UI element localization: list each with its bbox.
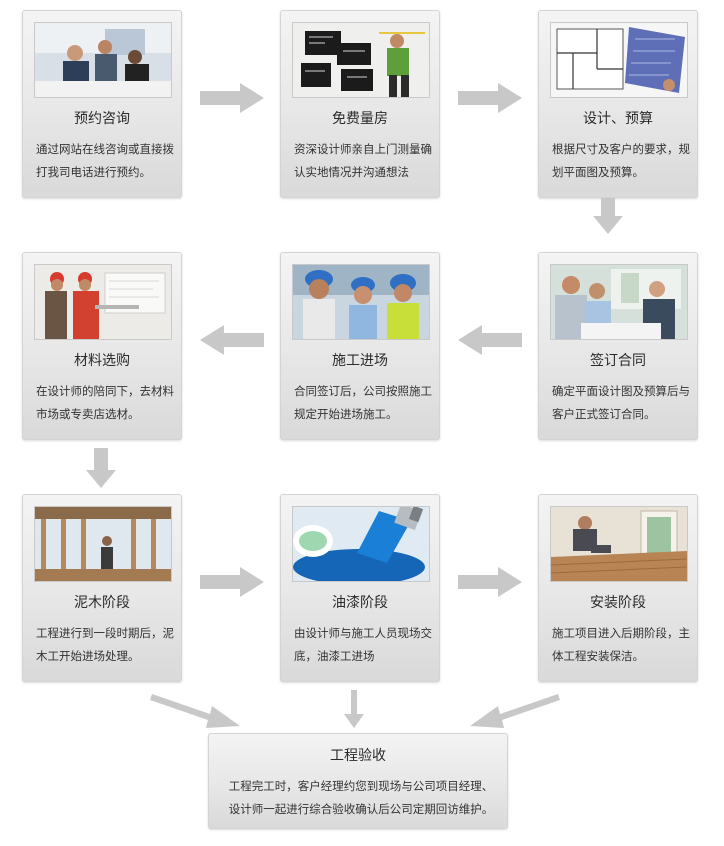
step-card-4: 签订合同 确定平面设计图及预算后与客户正式签订合同。 bbox=[538, 252, 698, 440]
measuring-room-photo bbox=[292, 22, 430, 98]
step-description: 资深设计师亲自上门测量确认实地情况并沟通想法 bbox=[294, 142, 432, 179]
construction-workers-photo bbox=[292, 264, 430, 340]
step-card-1: 预约咨询 通过网站在线咨询或直接拨打我司电话进行预约。 bbox=[22, 10, 182, 198]
arrow-diagonal-left bbox=[150, 694, 240, 728]
arrow-down-2 bbox=[86, 448, 116, 488]
step-title: 安装阶段 bbox=[590, 595, 646, 611]
step-title: 预约咨询 bbox=[74, 111, 130, 127]
arrow-left-2 bbox=[200, 325, 264, 355]
step-title: 设计、预算 bbox=[583, 111, 653, 127]
step-card-9: 安装阶段 施工项目进入后期阶段，主体工程安装保洁。 bbox=[538, 494, 698, 682]
arrow-right-1 bbox=[200, 83, 264, 113]
wood-framing-photo bbox=[34, 506, 172, 582]
step-description: 根据尺寸及客户的要求，规划平面图及预算。 bbox=[552, 142, 690, 179]
final-step-card: 工程验收 工程完工时，客户经理约您到现场与公司项目经理、设计师一起进行综合验收确… bbox=[208, 733, 508, 829]
step-description: 在设计师的陪同下，去材料市场或专卖店选材。 bbox=[36, 384, 174, 421]
step-card-3: 设计、预算 根据尺寸及客户的要求，规划平面图及预算。 bbox=[538, 10, 698, 198]
arrow-down-1 bbox=[593, 198, 623, 234]
floor-installation-photo bbox=[550, 506, 688, 582]
step-card-5: 施工进场 合同签订后，公司按照施工规定开始进场施工。 bbox=[280, 252, 440, 440]
step-title: 施工进场 bbox=[332, 353, 388, 369]
arrow-right-4 bbox=[458, 567, 522, 597]
step-description: 由设计师与施工人员现场交底，油漆工进场 bbox=[294, 626, 432, 663]
step-title: 免费量房 bbox=[332, 111, 388, 127]
step-title: 签订合同 bbox=[590, 353, 646, 369]
arrow-right-2 bbox=[458, 83, 522, 113]
floor-plan-photo bbox=[550, 22, 688, 98]
arrow-left-1 bbox=[458, 325, 522, 355]
step-description: 通过网站在线咨询或直接拨打我司电话进行预约。 bbox=[36, 142, 174, 179]
arrow-right-3 bbox=[200, 567, 264, 597]
step-description: 确定平面设计图及预算后与客户正式签订合同。 bbox=[552, 384, 690, 421]
step-description: 合同签订后，公司按照施工规定开始进场施工。 bbox=[294, 384, 432, 421]
step-card-6: 材料选购 在设计师的陪同下，去材料市场或专卖店选材。 bbox=[22, 252, 182, 440]
material-selection-photo bbox=[34, 264, 172, 340]
step-description: 施工项目进入后期阶段，主体工程安装保洁。 bbox=[552, 626, 690, 663]
final-step-title: 工程验收 bbox=[330, 748, 386, 764]
final-step-description: 工程完工时，客户经理约您到现场与公司项目经理、设计师一起进行综合验收确认后公司定… bbox=[228, 779, 494, 816]
step-title: 油漆阶段 bbox=[332, 595, 388, 611]
step-title: 材料选购 bbox=[74, 353, 130, 369]
step-description: 工程进行到一段时期后，泥木工开始进场处理。 bbox=[36, 626, 174, 663]
office-meeting-photo bbox=[34, 22, 172, 98]
contract-signing-photo bbox=[550, 264, 688, 340]
step-title: 泥木阶段 bbox=[74, 595, 130, 611]
arrow-diagonal-right bbox=[470, 694, 560, 728]
paint-brush-photo bbox=[292, 506, 430, 582]
step-card-8: 油漆阶段 由设计师与施工人员现场交底，油漆工进场 bbox=[280, 494, 440, 682]
arrow-down-center bbox=[344, 690, 364, 728]
step-card-2: 免费量房 资深设计师亲自上门测量确认实地情况并沟通想法 bbox=[280, 10, 440, 198]
step-card-7: 泥木阶段 工程进行到一段时期后，泥木工开始进场处理。 bbox=[22, 494, 182, 682]
